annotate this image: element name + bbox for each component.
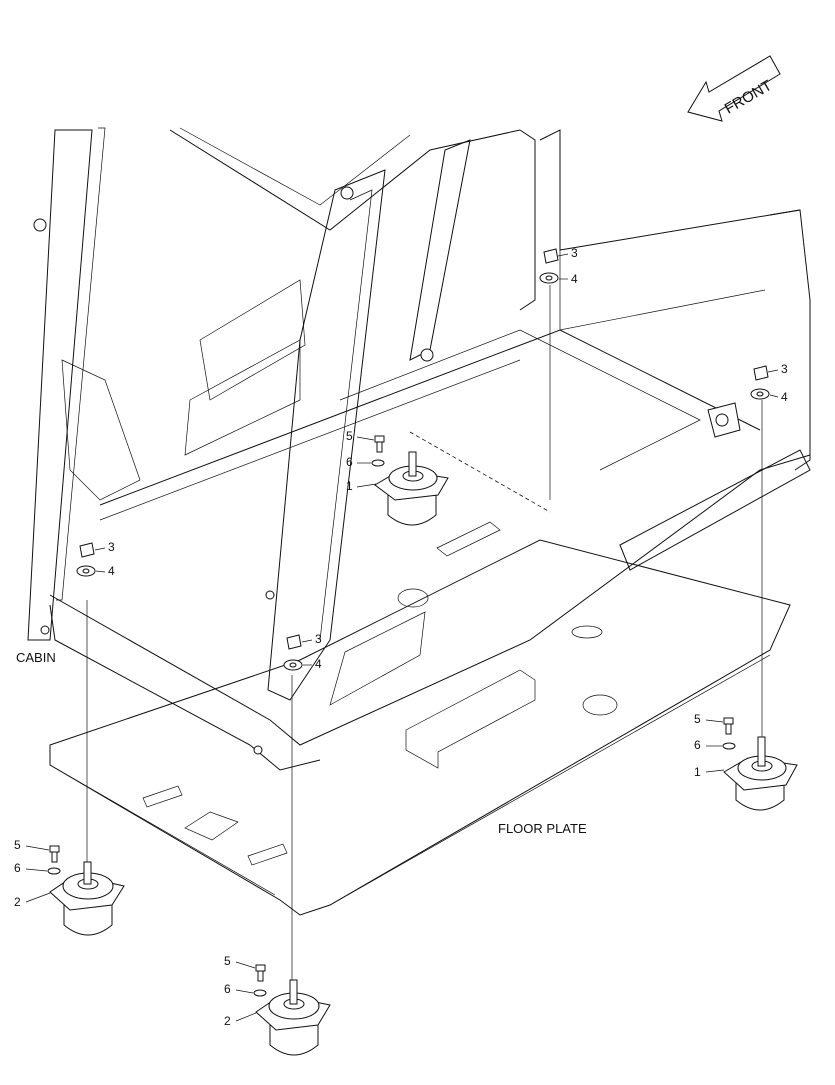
callout-2: 2 [224,1014,231,1028]
floor-plate-label: FLOOR PLATE [498,821,587,836]
callout-5: 5 [14,838,21,852]
callout-5: 5 [694,712,701,726]
callout-6: 6 [346,455,353,469]
callout-6: 6 [224,982,231,996]
callout-3: 3 [781,362,788,376]
callout-4: 4 [571,272,578,286]
callout-6: 6 [14,861,21,875]
alignment-lines [86,285,763,982]
front-arrow-icon: FRONT [687,55,781,122]
callout-4: 4 [781,390,788,404]
rubber-mounts [49,451,798,1056]
callout-5: 5 [224,954,231,968]
callout-3: 3 [108,540,115,554]
callout-4: 4 [108,564,115,578]
bolt-washer-sets [47,435,736,997]
callout-1: 1 [694,765,701,779]
leader-lines [25,253,779,1022]
callout-2: 2 [14,895,21,909]
cabin-label: CABIN [16,650,56,665]
callout-4: 4 [315,657,322,671]
callout-1: 1 [346,479,353,493]
callout-3: 3 [571,246,578,260]
nut-washer-sets [76,248,770,671]
callout-6: 6 [694,738,701,752]
cabin-frame [27,127,811,771]
callout-3: 3 [315,632,322,646]
callout-5: 5 [346,429,353,443]
floor-plate [49,521,791,916]
